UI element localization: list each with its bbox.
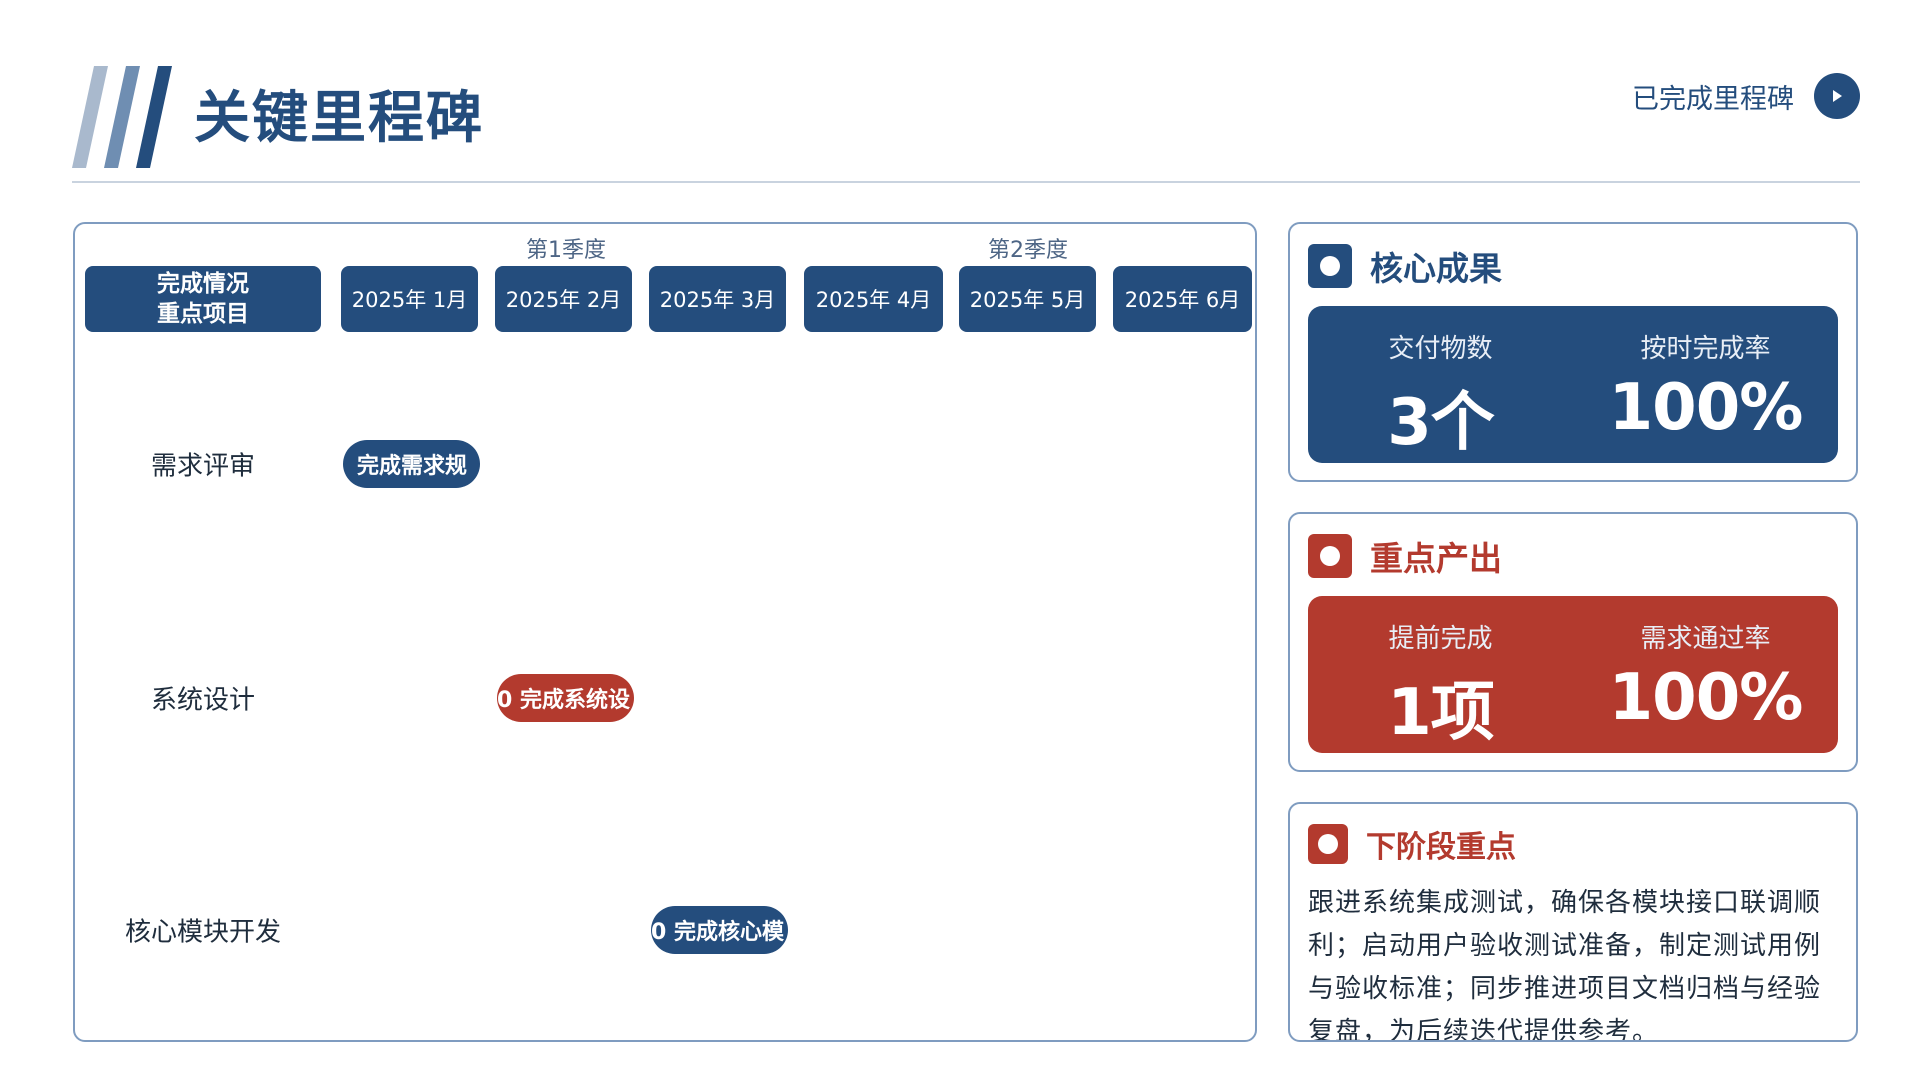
core-results-panel: 核心成果 交付物数 3个 按时完成率 100% [1288,222,1858,482]
stat-label: 提前完成 [1388,624,1493,654]
row-label-core-module: 核心模块开发 [124,917,282,948]
next-stage-title: 下阶段重点 [1366,830,1516,865]
month-header-4: 2025年 4月 [804,266,943,332]
bullet-square-icon [1308,824,1348,864]
core-results-stats: 交付物数 3个 按时完成率 100% [1308,306,1838,463]
title-stripes-logo [72,66,172,168]
next-stage-panel: 下阶段重点 跟进系统集成测试，确保各模块接口联调顺利；启动用户验收测试准备，制定… [1288,802,1858,1042]
month-header-6: 2025年 6月 [1113,266,1252,332]
stat-deliverables: 交付物数 3个 [1308,306,1573,463]
stat-value: 3个 [1387,386,1495,460]
stat-label: 需求通过率 [1640,624,1771,654]
core-results-title: 核心成果 [1370,249,1502,288]
month-header-2: 2025年 2月 [495,266,632,332]
header-line-1: 完成情况 [157,271,249,297]
key-outputs-panel: 重点产出 提前完成 1项 需求通过率 100% [1288,512,1858,772]
core-results-head: 核心成果 [1308,242,1502,290]
page-header: 关键里程碑 已完成里程碑 [0,0,1920,190]
completed-milestones-link[interactable]: 已完成里程碑 [1632,72,1860,120]
header-line-2: 重点项目 [157,301,249,327]
key-outputs-head: 重点产出 [1308,532,1502,580]
play-icon[interactable] [1814,73,1860,119]
month-header-3: 2025年 3月 [649,266,786,332]
row-label-requirements-review: 需求评审 [150,451,256,482]
month-header-1: 2025年 1月 [341,266,478,332]
quarter-label-q2: 第2季度 [988,238,1068,263]
task-pill-requirements[interactable]: 完成需求规 [343,440,480,488]
stat-value: 1项 [1387,676,1495,750]
row-label-system-design: 系统设计 [150,685,256,716]
stat-label: 交付物数 [1388,334,1493,364]
month-header-5: 2025年 5月 [959,266,1096,332]
stat-on-time-rate: 按时完成率 100% [1573,306,1838,463]
task-pill-core-module[interactable]: 0 完成核心模 [651,906,788,954]
bullet-square-icon [1308,244,1352,288]
stat-requirement-pass-rate: 需求通过率 100% [1573,596,1838,753]
bullet-square-icon [1308,534,1352,578]
stat-value: 100% [1608,661,1804,735]
next-stage-text: 跟进系统集成测试，确保各模块接口联调顺利；启动用户验收测试准备，制定测试用例与验… [1308,888,1822,1042]
page-title: 关键里程碑 [194,86,484,151]
milestone-gantt: 第1季度 第2季度 完成情况 重点项目 2025年 1月 2025年 2月 20… [73,222,1257,1042]
stat-value: 100% [1608,371,1804,445]
stat-early-completion: 提前完成 1项 [1308,596,1573,753]
header-completion-project: 完成情况 重点项目 [85,266,321,332]
header-divider [72,181,1860,183]
next-stage-head: 下阶段重点 [1308,822,1516,866]
key-outputs-stats: 提前完成 1项 需求通过率 100% [1308,596,1838,753]
stat-label: 按时完成率 [1640,334,1771,364]
completed-milestones-label: 已完成里程碑 [1632,83,1794,115]
key-outputs-title: 重点产出 [1370,539,1502,578]
quarter-label-q1: 第1季度 [526,238,606,263]
task-pill-system-design[interactable]: 0 完成系统设 [497,674,634,722]
